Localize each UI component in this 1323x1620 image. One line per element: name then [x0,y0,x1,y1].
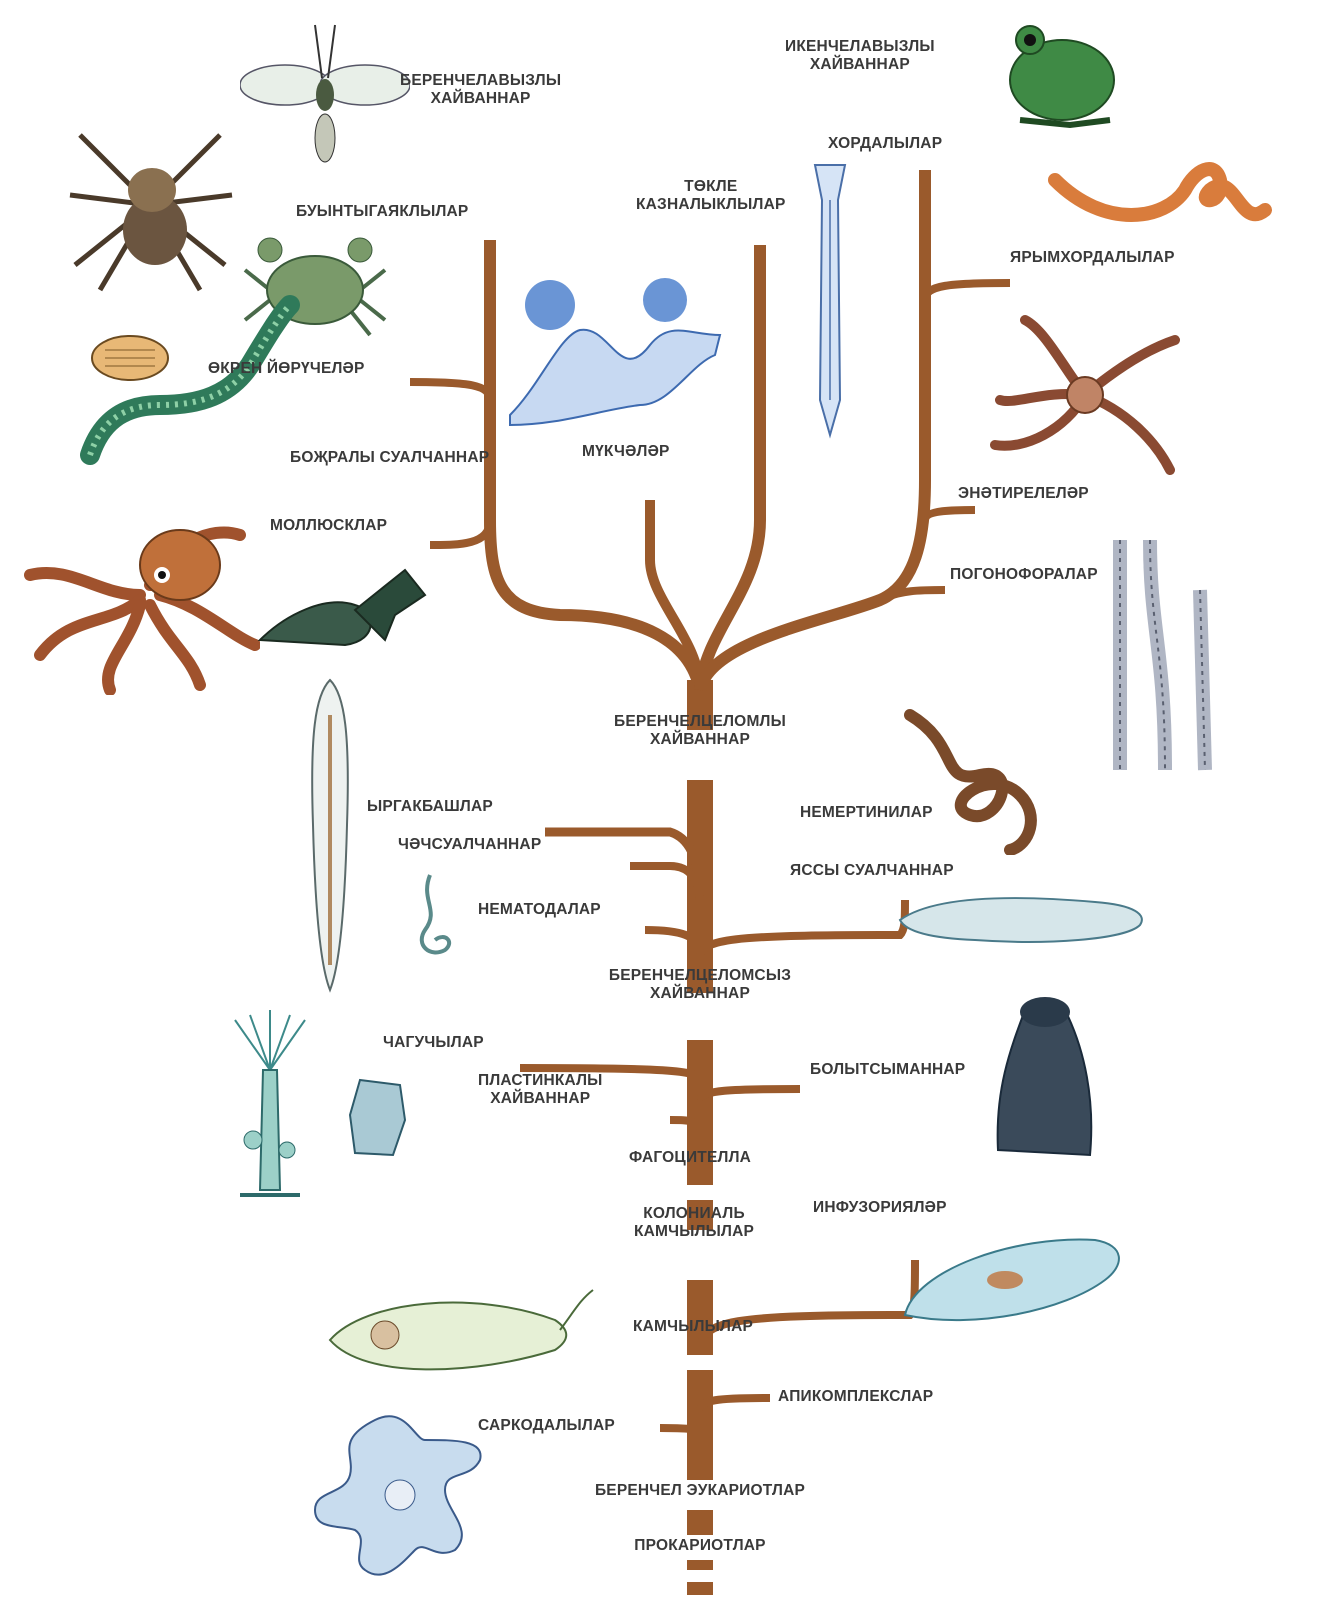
lancelet-illustration [800,160,860,440]
label-bozhraly: БОҖРАЛЫ СУАЛЧАННАР [290,449,489,467]
placozoa-illustration [345,1075,410,1160]
spider-illustration [60,115,240,295]
label-yassy: ЯССЫ СУАЛЧАННАР [790,862,954,880]
acoel-worm-illustration [305,675,355,995]
label-chochsual: ЧӘЧСУАЛЧАННАР [398,836,541,854]
roundworm-illustration [410,870,465,960]
label-apikompleks: АПИКОМПЛЕКСЛАР [778,1388,933,1406]
label-okren: ӨКРЕН ЙӨРҮЧЕЛӘР [208,360,365,378]
hydra-illustration [225,1010,315,1200]
label-yrgakbash: ЫРГАКБАШЛАР [367,798,493,816]
paramecium-illustration [895,1230,1125,1335]
nemertean-worm-illustration [1045,150,1280,260]
frog-illustration [1000,10,1120,135]
snail-illustration [255,555,435,650]
wasp-illustration [240,10,410,180]
label-kamchyly: КАМЧЫЛЫЛАР [633,1318,753,1336]
octopus-illustration [10,505,260,695]
label-nematoda: НЕМАТОДАЛАР [478,901,601,919]
sponge-illustration [990,990,1100,1170]
bryozoa-illustration [500,275,730,435]
label-pogonofora: ПОГОНОФОРАЛАР [950,566,1098,584]
label-mollusklar: МОЛЛЮСКЛАР [270,517,387,535]
label-sarkoda: САРКОДАЛЫЛАР [478,1417,615,1435]
polychaete-worm-illustration [80,285,300,475]
label-hordalylar: ХОРДАЛЫЛАР [828,135,942,153]
pogonophora-worm-illustration [1105,530,1220,780]
label-fagocitella: ФАГОЦИТЕЛЛА [629,1149,751,1167]
label-infuzoriya: ИНФУЗОРИЯЛӘР [813,1199,947,1217]
label-yarymhordalylar: ЯРЫМХОРДАЛЫЛАР [1010,249,1175,267]
flatworm-illustration [895,890,1150,950]
nemertean-knot-illustration [900,705,1050,855]
label-bolytsyman: БОЛЫТСЫМАННАР [810,1061,965,1079]
brittle-star-illustration [985,310,1185,480]
label-chaguchy: ЧАГУЧЫЛАР [383,1034,484,1052]
amoeba-illustration [305,1400,495,1590]
label-prokariot: ПРОКАРИОТЛАР [634,1537,765,1555]
euglena-illustration [325,1280,595,1385]
label-enetirele: ЭНӘТИРЕЛЕЛӘР [958,485,1089,503]
label-nemertin: НЕМЕРТИНИЛАР [800,804,933,822]
label-mukcholar: МҮКЧӘЛӘР [582,443,670,461]
label-buyntygayaklylar: БУЫНТЫГАЯКЛЫЛАР [296,203,468,221]
label-beren-eukar: БЕРЕНЧЕЛ ЭУКАРИОТЛАР [595,1482,805,1500]
